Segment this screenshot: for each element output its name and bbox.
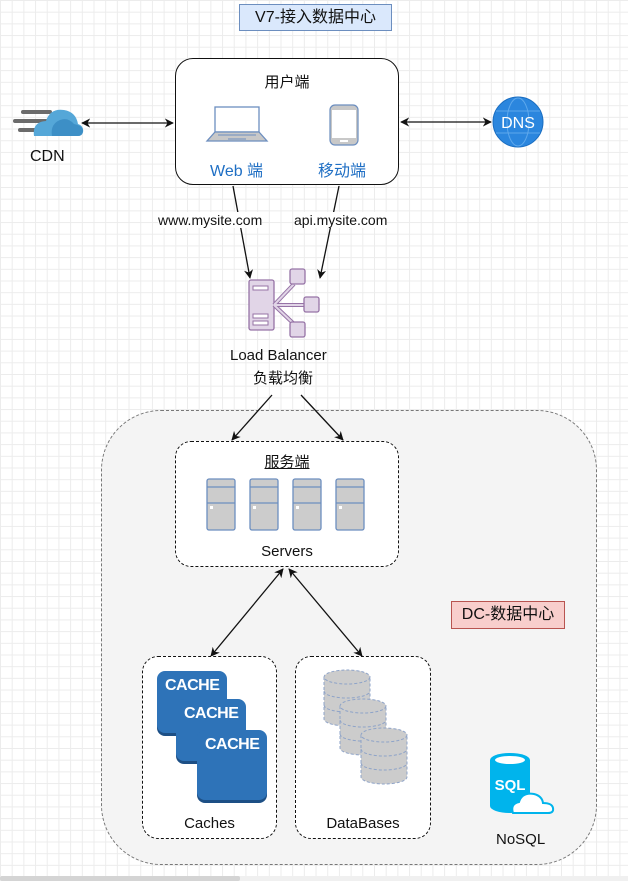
- edge-lb-servers-right[interactable]: [300, 394, 344, 441]
- databases-group[interactable]: DataBases: [295, 656, 431, 839]
- caches-group[interactable]: CACHE CACHE CACHE Caches: [142, 656, 277, 839]
- mobile-client-label: 移动端: [318, 163, 367, 180]
- database-stack-icon: [323, 669, 408, 785]
- server-icon: [206, 478, 236, 531]
- diagram-title[interactable]: V7-接入数据中心: [239, 4, 392, 31]
- mobile-icon: [329, 104, 359, 146]
- api-domain-label: api.mysite.com: [294, 212, 388, 228]
- servers-group[interactable]: 服务端 Servers: [175, 441, 399, 567]
- server-icon: [249, 478, 279, 531]
- cache-card-text: CACHE: [184, 705, 239, 722]
- cdn-label: CDN: [30, 148, 65, 165]
- nosql-database-icon[interactable]: SQL: [488, 752, 558, 822]
- web-client-label: Web 端: [210, 163, 264, 180]
- edge-lb-servers-left[interactable]: [231, 394, 273, 441]
- cache-card: CACHE: [197, 730, 267, 800]
- cache-card-text: CACHE: [205, 736, 260, 753]
- cdn-cloud-icon[interactable]: [12, 104, 84, 140]
- dns-globe-icon[interactable]: DNS: [492, 96, 546, 150]
- scrollbar-thumb[interactable]: [0, 876, 240, 881]
- horizontal-scrollbar[interactable]: [0, 876, 628, 881]
- edge-servers-databases[interactable]: [288, 568, 363, 657]
- edge-servers-caches[interactable]: [210, 568, 284, 657]
- laptop-icon: [205, 106, 269, 142]
- edge-api-lb[interactable]: [317, 185, 340, 279]
- server-icon: [335, 478, 365, 531]
- web-domain-label: www.mysite.com: [158, 212, 263, 228]
- cache-card-text: CACHE: [165, 677, 220, 694]
- load-balancer-label-en: Load Balancer: [230, 347, 327, 364]
- load-balancer-label-zh: 负载均衡: [253, 370, 314, 387]
- server-icon: [292, 478, 322, 531]
- nosql-label: NoSQL: [496, 831, 546, 848]
- edge-web-lb[interactable]: [232, 185, 253, 279]
- nosql-icon-text: SQL: [495, 777, 526, 794]
- dns-label: DNS: [501, 115, 535, 132]
- client-title: 用户端: [264, 74, 310, 91]
- databases-label: DataBases: [326, 815, 400, 832]
- servers-label: Servers: [261, 543, 313, 560]
- client-box[interactable]: 用户端 Web 端 移动端: [175, 58, 399, 185]
- load-balancer-icon[interactable]: [248, 266, 322, 338]
- caches-label: Caches: [184, 815, 235, 832]
- servers-title: 服务端: [264, 454, 310, 471]
- data-center-label[interactable]: DC-数据中心: [451, 601, 565, 629]
